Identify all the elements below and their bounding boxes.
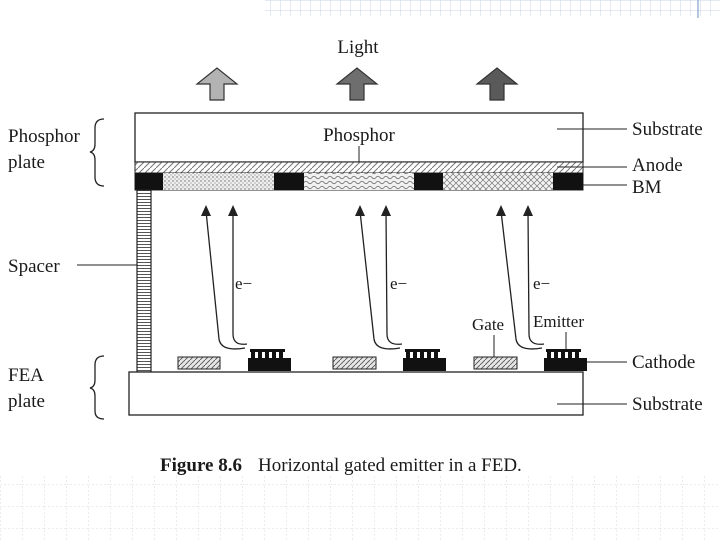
anode-label: Anode — [632, 155, 683, 176]
emitter-3 — [544, 349, 587, 371]
light-arrow-left — [195, 67, 239, 101]
bm-block — [414, 173, 443, 190]
electron-path — [527, 210, 545, 345]
light-arrow-right — [475, 67, 519, 101]
electron-label-1: e− — [235, 274, 252, 293]
bm-block — [135, 173, 163, 190]
spacer-bar — [136, 189, 152, 373]
cathode-base-2 — [403, 358, 446, 371]
electron-label-3: e− — [533, 274, 550, 293]
electron-label-2: e− — [390, 274, 407, 293]
slide-bottom-grid — [0, 476, 720, 540]
emitter-label: Emitter — [533, 312, 584, 331]
black-matrix-row — [134, 172, 584, 191]
electron-path — [232, 211, 248, 345]
emitter-2 — [403, 349, 446, 371]
bottom-substrate — [128, 371, 584, 416]
figure-number: Figure 8.6 — [160, 455, 242, 476]
spacer-label: Spacer — [8, 256, 60, 277]
phosphor-plate-brace — [89, 118, 105, 187]
phosphor-plate-label-line1: Phosphor — [8, 126, 80, 147]
gate-electrode-3 — [473, 356, 518, 370]
electron-paths — [205, 210, 545, 350]
gate-electrode-1 — [177, 356, 221, 370]
bm-block — [274, 173, 304, 190]
substrate-bottom-label: Substrate — [632, 394, 703, 415]
cathode-base-3 — [544, 358, 587, 371]
slide-top-grid — [265, 0, 720, 16]
phosphor-strip-1 — [163, 173, 274, 190]
gate-electrode-2 — [332, 356, 377, 370]
anode-layer — [134, 161, 584, 174]
fea-plate-label-line1: FEA — [8, 365, 44, 386]
figure-caption: Figure 8.6 Horizontal gated emitter in a … — [160, 455, 522, 476]
phosphor-label: Phosphor — [323, 125, 395, 146]
fea-plate-brace — [89, 355, 105, 420]
phosphor-plate-label-line2: plate — [8, 152, 45, 173]
electron-path — [385, 210, 403, 345]
substrate-top-label: Substrate — [632, 119, 703, 140]
bm-block — [553, 173, 583, 190]
electron-arrowheads — [201, 205, 533, 216]
bm-label: BM — [632, 177, 662, 198]
phosphor-strip-2 — [304, 173, 414, 190]
cathode-base-1 — [248, 358, 291, 371]
fea-plate-label-line2: plate — [8, 391, 45, 412]
light-label: Light — [337, 37, 379, 58]
electron-path — [359, 210, 401, 350]
electron-path — [500, 210, 543, 350]
phosphor-strip-3 — [443, 173, 553, 190]
light-arrow-center — [335, 67, 379, 101]
light-arrows — [195, 67, 519, 101]
electron-path — [205, 210, 246, 350]
cathode-label: Cathode — [632, 352, 695, 373]
emitter-1 — [248, 349, 291, 371]
gate-label: Gate — [472, 315, 504, 334]
figure-caption-text: Horizontal gated emitter in a FED. — [258, 455, 522, 476]
